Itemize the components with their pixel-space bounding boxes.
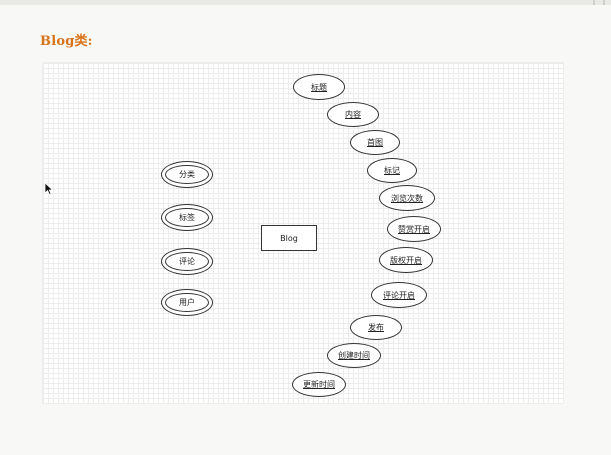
attribute-views[interactable]: 浏览次数 (379, 185, 435, 211)
association-label: 分类 (179, 170, 195, 179)
entity-blog-label: Blog (280, 233, 298, 243)
attribute-comment-enabled[interactable]: 评论开启 (371, 282, 427, 308)
attribute-label: 赞赏开启 (398, 224, 430, 234)
attribute-label: 内容 (345, 110, 361, 119)
association-label: 评论 (179, 257, 195, 266)
attribute-label: 标记 (384, 166, 400, 175)
diagram-canvas: Blog 标题 内容 首图 标记 浏览次数 赞赏开启 版权开启 评论开启 发布 … (42, 62, 564, 404)
attribute-label: 浏览次数 (391, 193, 423, 203)
attribute-title[interactable]: 标题 (293, 74, 345, 100)
top-mark (593, 0, 595, 5)
association-tag[interactable]: 标签 (161, 204, 213, 231)
association-category[interactable]: 分类 (161, 161, 213, 188)
association-comment[interactable]: 评论 (161, 248, 213, 275)
attribute-publish[interactable]: 发布 (350, 315, 402, 340)
attribute-create-time[interactable]: 创建时间 (327, 343, 381, 368)
association-label: 用户 (179, 298, 195, 307)
attribute-label: 更新时间 (303, 380, 335, 389)
attribute-content[interactable]: 内容 (327, 102, 379, 127)
attribute-first-picture[interactable]: 首图 (350, 130, 400, 155)
top-strip (0, 0, 611, 5)
attribute-flag[interactable]: 标记 (367, 158, 417, 183)
attribute-label: 评论开启 (383, 290, 415, 300)
association-label: 标签 (179, 213, 195, 222)
attribute-label: 创建时间 (338, 351, 370, 360)
attribute-label: 首图 (367, 138, 383, 147)
attribute-label: 版权开启 (390, 255, 422, 265)
association-user[interactable]: 用户 (161, 289, 213, 316)
section-heading: Blog类: (40, 34, 93, 49)
entity-blog[interactable]: Blog (261, 225, 317, 251)
mouse-cursor-icon (44, 182, 54, 196)
attribute-label: 发布 (368, 323, 384, 332)
attribute-copyright[interactable]: 版权开启 (379, 247, 433, 273)
attribute-appreciation[interactable]: 赞赏开启 (387, 216, 441, 242)
attribute-update-time[interactable]: 更新时间 (292, 372, 346, 397)
attribute-label: 标题 (311, 82, 327, 92)
top-mark (603, 0, 605, 5)
